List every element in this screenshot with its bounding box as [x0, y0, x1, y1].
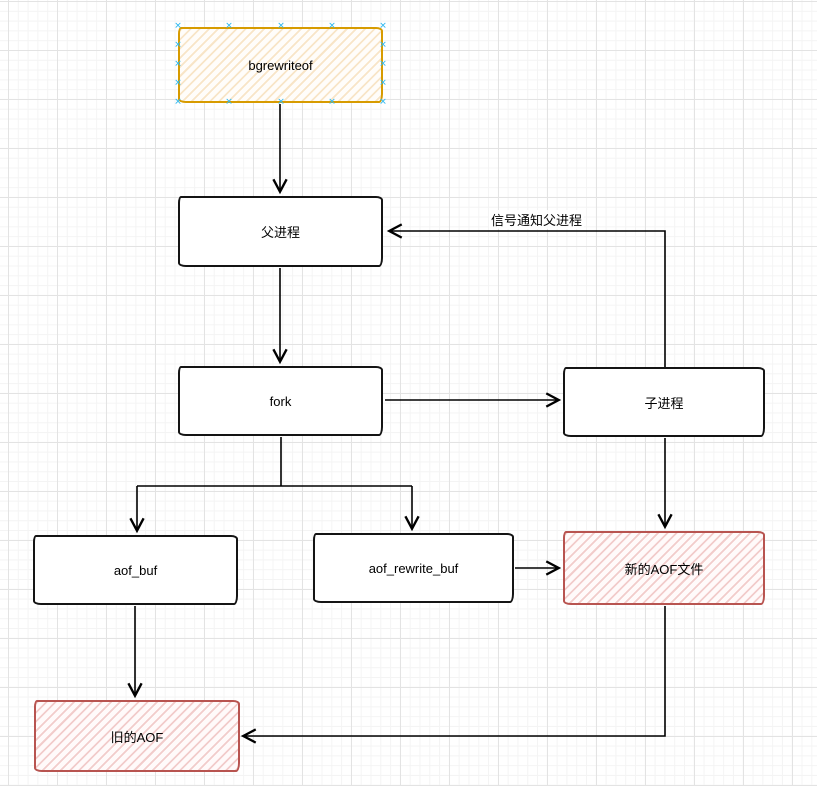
- node-child-process[interactable]: 子进程: [563, 367, 765, 437]
- node-aof-rewrite-buf[interactable]: aof_rewrite_buf: [313, 533, 514, 603]
- node-aof-rewrite-buf-label: aof_rewrite_buf: [368, 560, 459, 576]
- selection-handle[interactable]: ✕: [174, 97, 182, 108]
- selection-handle[interactable]: ✕: [174, 78, 182, 89]
- node-parent-process[interactable]: 父进程: [178, 196, 383, 267]
- selection-handle[interactable]: ✕: [277, 21, 285, 32]
- node-bgrewriteof[interactable]: bgrewriteof: [178, 27, 383, 103]
- node-new-aof-file-label: 新的AOF文件: [624, 561, 704, 577]
- selection-handle[interactable]: ✕: [379, 59, 387, 70]
- node-aof-buf[interactable]: aof_buf: [33, 535, 238, 605]
- selection-handle[interactable]: ✕: [174, 21, 182, 32]
- selection-handle[interactable]: ✕: [328, 97, 336, 108]
- selection-handle[interactable]: ✕: [225, 97, 233, 108]
- selection-handle[interactable]: ✕: [379, 40, 387, 51]
- node-new-aof-file[interactable]: 新的AOF文件: [563, 531, 765, 605]
- selection-handle[interactable]: ✕: [174, 59, 182, 70]
- node-old-aof-label: 旧的AOF: [110, 729, 164, 745]
- node-bgrewriteof-label: bgrewriteof: [248, 57, 313, 73]
- selection-handle[interactable]: ✕: [379, 97, 387, 108]
- selection-handle[interactable]: ✕: [225, 21, 233, 32]
- selection-handle[interactable]: ✕: [379, 21, 387, 32]
- connector-child-to-parent-signal[interactable]: [386, 223, 666, 367]
- node-parent-process-label: 父进程: [260, 225, 300, 240]
- node-fork-label: fork: [269, 393, 292, 409]
- node-fork[interactable]: fork: [178, 366, 383, 436]
- edge-label-signal[interactable]: 信号通知父进程: [489, 210, 585, 229]
- node-old-aof[interactable]: 旧的AOF: [34, 700, 240, 772]
- node-child-process-label: 子进程: [644, 395, 684, 411]
- selection-handle[interactable]: ✕: [174, 40, 182, 51]
- node-aof-buf-label: aof_buf: [113, 562, 158, 578]
- selection-handle[interactable]: ✕: [277, 97, 285, 108]
- selection-handle[interactable]: ✕: [379, 78, 387, 89]
- connector-newaof-to-oldaof[interactable]: [240, 606, 666, 744]
- selection-handle[interactable]: ✕: [328, 21, 336, 32]
